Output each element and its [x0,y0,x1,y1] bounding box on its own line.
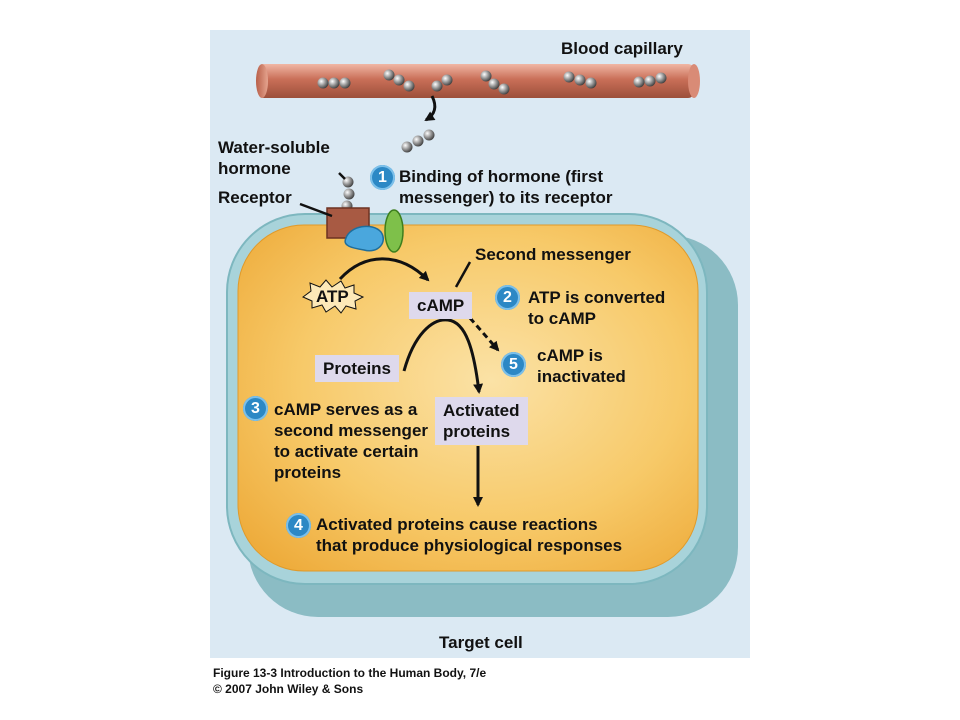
inactivation-arrow [468,317,500,352]
hormone-molecules-in-blood [317,69,667,95]
step-5-badge: 5 [501,352,526,377]
figure-caption: Figure 13-3 Introduction to the Human Bo… [213,666,487,680]
released-hormone [401,129,435,153]
step-2-badge: 2 [495,285,520,310]
camp-label: cAMP [409,292,473,319]
atp-label: ATP [316,287,349,306]
receptor-leader [299,202,333,218]
second-messenger-leader [454,261,472,288]
blood-capillary-label: Blood capillary [561,39,683,58]
step-4-badge: 4 [286,513,311,538]
g-protein [344,225,385,252]
step-1-text: Binding of hormone (first messenger) to … [399,167,613,207]
step-4-text: Activated proteins cause reactions that … [316,515,623,555]
water-soluble-hormone-label: Water-soluble hormone [218,138,330,178]
second-messenger-label: Second messenger [475,245,631,264]
copyright-line: © 2007 John Wiley & Sons [213,682,364,696]
receptor-label: Receptor [218,188,292,207]
adenylate-cyclase [384,209,404,253]
atp-starburst [302,279,365,314]
hormone-leader [338,172,346,180]
step-2-text: ATP is converted to cAMP [528,288,666,328]
step-3-badge: 3 [243,396,268,421]
activated-proteins-label: Activated proteins [435,397,528,445]
release-arrow [424,95,437,122]
blood-capillary [256,64,700,98]
step-1-badge: 1 [370,165,395,190]
step-5-text: cAMP is inactivated [537,346,626,386]
receptor-complex [326,176,404,253]
atp-to-camp-arrow [338,257,430,282]
target-cell-label: Target cell [439,633,523,652]
activation-arrow [402,318,484,394]
step-3-text: cAMP serves as a second messenger to act… [274,400,429,482]
proteins-label: Proteins [315,355,400,382]
